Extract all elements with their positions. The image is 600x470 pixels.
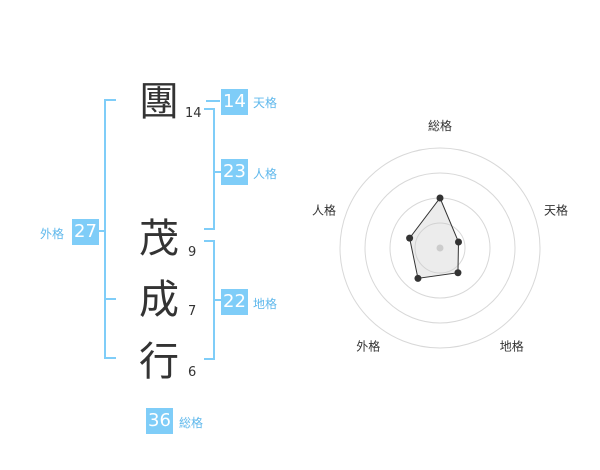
chikaku-label: 地格 [253, 297, 278, 311]
stroke-count-4: 6 [188, 365, 197, 380]
gaikaku-label: 外格 [40, 227, 65, 241]
tenkaku-value-badge: 14 [221, 89, 248, 115]
chikaku-connector [213, 299, 221, 301]
tenkaku-label: 天格 [253, 96, 278, 110]
radar-grid-ring [364, 172, 516, 324]
tenkaku-bracket-line [206, 100, 220, 102]
gaikaku-bracket-bottom [104, 357, 116, 359]
gaikaku-connector [98, 230, 106, 232]
stroke-count-3: 7 [188, 304, 197, 319]
stroke-count-1: 14 [185, 106, 202, 121]
character-2: 茂 [139, 216, 179, 262]
jinkaku-value-badge: 23 [221, 159, 248, 185]
chikaku-bracket-bottom [204, 358, 215, 360]
radar-data-point [406, 234, 414, 242]
chikaku-bracket-top [204, 240, 215, 242]
jinkaku-label: 人格 [253, 167, 278, 181]
radar-axis-label: 地格 [500, 339, 524, 354]
jinkaku-bracket [213, 108, 215, 230]
radar-axis-label: 天格 [544, 202, 568, 217]
jinkaku-bracket-bottom [204, 228, 215, 230]
gaikaku-bracket-top [104, 99, 116, 101]
character-3: 成 [139, 277, 179, 323]
character-1: 團 [139, 79, 179, 125]
stroke-count-2: 9 [188, 245, 197, 260]
radar-data-point [414, 274, 422, 282]
gaikaku-bracket-mid [104, 298, 116, 300]
soukaku-label: 総格 [179, 416, 204, 430]
radar-data-point [454, 269, 462, 277]
radar-axis-label: 総格 [428, 118, 452, 133]
radar-center-dot [436, 244, 444, 252]
jinkaku-connector [213, 171, 221, 173]
radar-data-point [436, 194, 444, 202]
gaikaku-value-badge: 27 [72, 219, 99, 245]
radar-data-point [454, 238, 462, 246]
radar-series-polygon [409, 197, 459, 279]
radar-axis-label: 人格 [312, 202, 336, 217]
character-4: 行 [139, 339, 179, 385]
radar-axis-label: 外格 [356, 339, 380, 354]
jinkaku-bracket-top [204, 108, 215, 110]
chikaku-value-badge: 22 [221, 289, 248, 315]
soukaku-value-badge: 36 [146, 408, 173, 434]
gaikaku-bracket [104, 99, 106, 359]
radar-grid-ring [414, 222, 466, 274]
radar-grid-ring [339, 147, 541, 349]
